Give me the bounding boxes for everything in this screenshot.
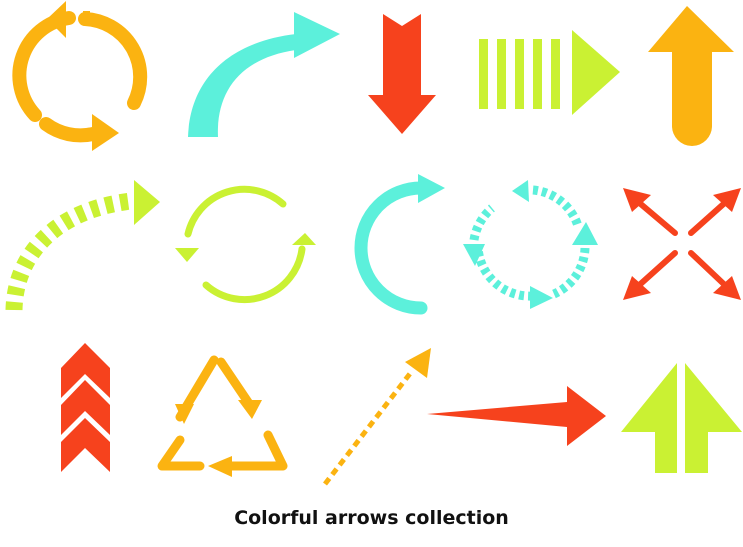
four-way-expand-arrows-icon <box>623 188 741 300</box>
recycle-triangle-arrows-icon <box>157 355 288 477</box>
chevron-up-arrows-icon <box>61 343 110 472</box>
dashed-circular-arrows-icon <box>463 180 598 309</box>
down-arrow-icon <box>368 14 436 134</box>
circular-arrows-thin-icon <box>175 185 316 304</box>
circular-arrows-icon <box>12 1 148 151</box>
up-arrow-icon <box>648 6 734 146</box>
circular-clockwise-arrow-icon <box>354 174 445 315</box>
dotted-diagonal-arrow-icon <box>323 348 431 486</box>
dashed-curved-arrow-icon <box>5 180 160 311</box>
caption-title: Colorful arrows collection <box>234 507 509 529</box>
long-tapered-right-arrow-icon <box>427 386 606 446</box>
striped-right-arrow-icon <box>479 30 620 115</box>
split-up-arrow-icon <box>621 363 742 473</box>
curved-arrow-icon <box>188 12 340 137</box>
